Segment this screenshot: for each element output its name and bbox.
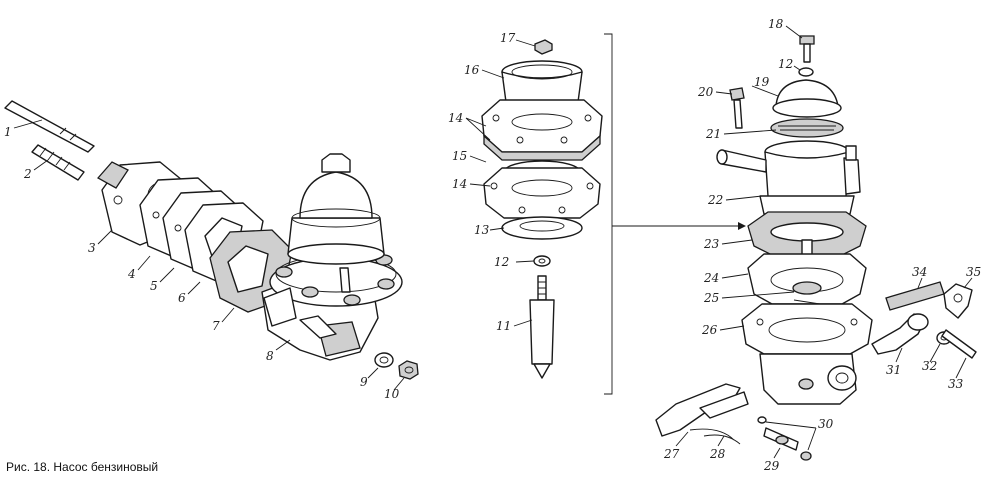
callout-24: 24: [703, 271, 719, 285]
callout-8: 8: [266, 349, 274, 363]
callout-22: 22: [707, 193, 723, 207]
callout-13: 13: [474, 223, 490, 237]
part-plate-14-mid: [483, 134, 601, 161]
divider-bracket: [604, 33, 746, 395]
callout-5: 5: [150, 279, 158, 293]
callout-labels: 1 2 3 4 5 6 7 8 9 10 11 12 13 14 15 14 1…: [4, 17, 981, 473]
leader-lines: [13, 25, 973, 459]
part-housing-22: [716, 140, 861, 215]
callout-16: 16: [464, 63, 480, 77]
part-washers-30: [757, 416, 812, 461]
part-spring-25: [792, 281, 822, 329]
callout-17: 17: [500, 31, 516, 45]
part-bolt-17: [534, 39, 553, 55]
callout-12-right: 12: [778, 57, 793, 71]
part-cam-35: [943, 283, 973, 319]
callout-12: 12: [494, 255, 509, 269]
callout-19: 19: [754, 75, 770, 89]
callout-14-upper: 14: [448, 111, 463, 125]
part-nut-10: [398, 360, 419, 380]
callout-26: 26: [701, 323, 718, 337]
part-pin-33: [941, 329, 977, 359]
part-cup-16: [501, 60, 583, 109]
part-dome-19: [772, 79, 842, 118]
callout-18: 18: [768, 17, 784, 31]
part-body-26: [741, 303, 873, 405]
callout-1: 1: [4, 125, 12, 139]
part-washer-12-right: [798, 67, 814, 77]
part-disk-13: [501, 216, 583, 240]
callout-29: 29: [763, 459, 780, 473]
callout-11: 11: [496, 319, 511, 333]
part-spring-34: [885, 281, 945, 311]
callout-23: 23: [703, 237, 720, 251]
part-stud-2: [31, 144, 85, 181]
callout-14-lower: 14: [452, 177, 467, 191]
part-plate-14-lower: [483, 167, 601, 219]
part-filter-21: [770, 118, 844, 138]
callout-10: 10: [384, 387, 400, 401]
callout-33: 33: [948, 377, 964, 391]
callout-6: 6: [178, 291, 186, 305]
callout-15: 15: [452, 149, 467, 163]
right-assembly: [655, 35, 977, 461]
callout-4: 4: [127, 267, 136, 281]
part-lever-31: [871, 313, 929, 355]
part-bolt-18: [799, 35, 815, 63]
part-bolt-20: [729, 87, 745, 129]
part-washer-12-mid: [533, 255, 551, 267]
middle-stack: [481, 39, 603, 379]
figure-caption: Рис. 18. Насос бензиновый: [6, 460, 159, 474]
callout-9: 9: [360, 375, 368, 389]
callout-3: 3: [88, 241, 96, 255]
callout-2: 2: [23, 167, 32, 181]
part-screw-29: [763, 427, 799, 451]
callout-32: 32: [922, 359, 937, 373]
callout-31: 31: [886, 363, 901, 377]
callout-7: 7: [212, 319, 220, 333]
callout-30: 30: [818, 417, 834, 431]
callout-21: 21: [705, 127, 721, 141]
part-diaphragm-23: [747, 211, 867, 257]
callout-20: 20: [697, 85, 714, 99]
callout-27: 27: [663, 447, 680, 461]
left-assembly: [4, 100, 419, 380]
callout-34: 34: [912, 265, 927, 279]
part-plate-14-upper: [481, 99, 603, 153]
part-rod-11: [529, 275, 555, 379]
part-washer-9: [374, 352, 394, 368]
part-pump-assembly-8: [261, 153, 403, 361]
part-gasket-24: [747, 253, 867, 305]
callout-28: 28: [709, 447, 726, 461]
part-stud-1: [4, 100, 95, 153]
callout-25: 25: [703, 291, 719, 305]
callout-35: 35: [966, 265, 981, 279]
